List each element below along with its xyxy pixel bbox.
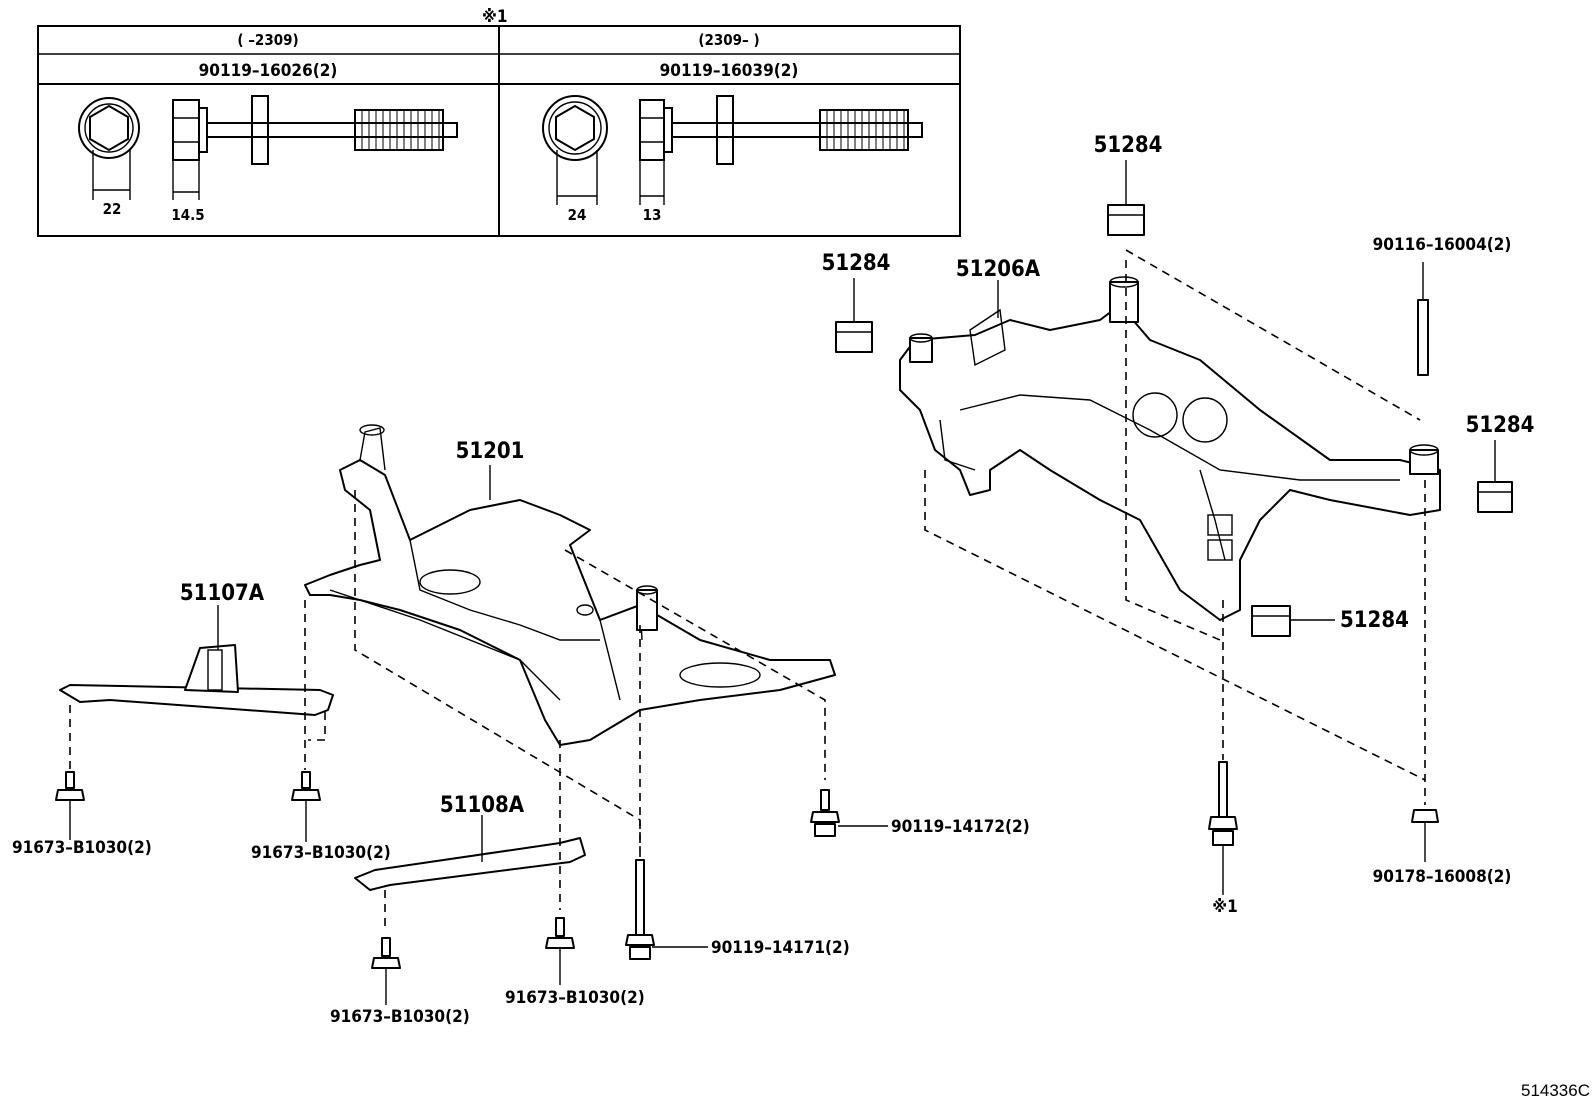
- stopper-top-icon: [1107, 160, 1145, 236]
- label-stud-rear: 90116–16004(2): [1373, 235, 1512, 255]
- rear-bolt-icon: [1208, 761, 1238, 895]
- front-crossmember: [304, 424, 836, 746]
- label-bolt-front-left: 91673–B1030(2): [12, 838, 152, 858]
- nut-rear-icon: [1411, 809, 1439, 862]
- front-brace-left: [59, 644, 334, 716]
- rear-dashed-leaders: [924, 249, 1426, 805]
- label-bolt-lower-left: 91673–B1030(2): [330, 1007, 470, 1027]
- bolt-lower-left-icon: [371, 937, 401, 1005]
- label-rear-bolt-ref: ※1: [1212, 897, 1238, 917]
- label-stopper-top: 51284: [1094, 133, 1163, 158]
- front-dashed-leaders: [69, 490, 826, 930]
- stopper-right-icon: [1477, 440, 1513, 513]
- label-bolt-front-mid: 91673–B1030(2): [251, 843, 391, 863]
- label-front-brace-left: 51107A: [180, 581, 265, 606]
- inset-dim-flange-left: 14.5: [171, 206, 204, 224]
- label-bolt-crossmember-b: 90119–14171(2): [711, 938, 850, 958]
- bolt-lower-mid-icon: [545, 917, 575, 985]
- stopper-left-icon: [835, 278, 873, 353]
- bolt-front-mid-icon: [291, 771, 321, 842]
- inset-dim-head-right: 24: [568, 206, 587, 224]
- label-stopper-left: 51284: [822, 251, 891, 276]
- inset-period-right: (2309– ): [698, 31, 759, 49]
- stopper-lower-icon: [1251, 605, 1335, 637]
- inset-note-mark: ※1: [482, 7, 508, 27]
- label-nut-rear: 90178–16008(2): [1373, 867, 1512, 887]
- bolt-crossmember-b-icon: [625, 859, 708, 960]
- label-bolt-lower-mid: 91673–B1030(2): [505, 988, 645, 1008]
- rear-subframe: [899, 276, 1441, 621]
- stud-rear-icon: [1417, 262, 1429, 376]
- bolt-front-left-icon: [55, 771, 85, 840]
- bolt-drawing-right: [542, 95, 923, 205]
- label-front-brace-center: 51108A: [440, 793, 525, 818]
- label-stopper-right: 51284: [1466, 413, 1535, 438]
- label-stopper-lower: 51284: [1340, 608, 1409, 633]
- diagram-code: 514336C: [1521, 1081, 1590, 1099]
- label-front-crossmember: 51201: [456, 439, 525, 464]
- inset-dim-head-left: 22: [103, 200, 122, 218]
- front-brace-center: [354, 837, 586, 891]
- label-bolt-crossmember-a: 90119–14172(2): [891, 817, 1030, 837]
- bolt-drawing-left: [78, 95, 458, 200]
- bolt-crossmember-a-icon: [810, 789, 888, 837]
- inset-partno-right: 90119–16039(2): [660, 61, 799, 81]
- bolt-spec-inset: ※1 ( –2309) (2309– ) 90119–16026(2) 9011…: [37, 7, 961, 237]
- inset-period-left: ( –2309): [237, 31, 298, 49]
- inset-partno-left: 90119–16026(2): [199, 61, 338, 81]
- inset-dim-flange-right: 13: [643, 206, 662, 224]
- label-rear-subframe: 51206A: [956, 257, 1041, 282]
